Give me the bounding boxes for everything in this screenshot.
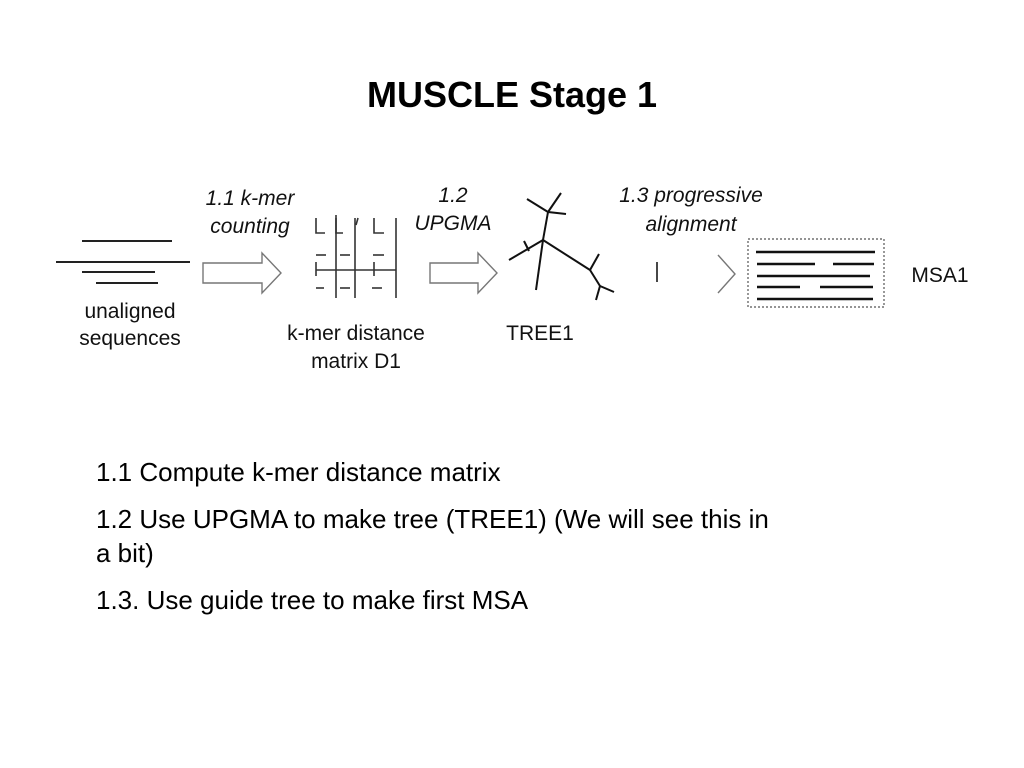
- unaligned-sequences-graphic: [56, 240, 190, 284]
- msa-label: MSA1: [911, 264, 969, 287]
- unaligned-label-line1: unaligned: [84, 300, 176, 323]
- tree-label: TREE1: [506, 322, 574, 345]
- pipeline-diagram: unaligned sequences 1.1 k-mer counting k…: [56, 184, 969, 373]
- matrix-label-line2: matrix D1: [311, 350, 401, 373]
- msa-graphic: [747, 238, 885, 308]
- arrow-3: [717, 254, 736, 294]
- matrix-label-line1: k-mer distance: [287, 322, 425, 345]
- step-1-label-line1: 1.1 k-mer: [205, 187, 295, 210]
- bullet-item: 1.2 Use UPGMA to make tree (TREE1) (We w…: [96, 504, 769, 568]
- kmer-matrix-graphic: [315, 215, 397, 298]
- pipeline-graphics: [56, 192, 885, 308]
- step-2-label-line1: 1.2: [438, 184, 468, 207]
- bullet-item: 1.1 Compute k-mer distance matrix: [96, 457, 501, 487]
- arrow-2: [429, 251, 498, 295]
- bullet-item: 1.3. Use guide tree to make first MSA: [96, 585, 529, 615]
- bullet-list: 1.1 Compute k-mer distance matrix 1.2 Us…: [96, 455, 776, 630]
- tree1-graphic: [508, 192, 615, 301]
- step-2-label-line2: UPGMA: [414, 212, 492, 235]
- slide-title: MUSCLE Stage 1: [366, 74, 658, 115]
- unaligned-label-line2: sequences: [79, 327, 181, 350]
- step-3-label-line1: 1.3 progressive: [619, 184, 763, 207]
- arrow-1: [202, 251, 282, 295]
- step-3-label-line2: alignment: [645, 213, 737, 236]
- step-1-label-line2: counting: [210, 215, 290, 238]
